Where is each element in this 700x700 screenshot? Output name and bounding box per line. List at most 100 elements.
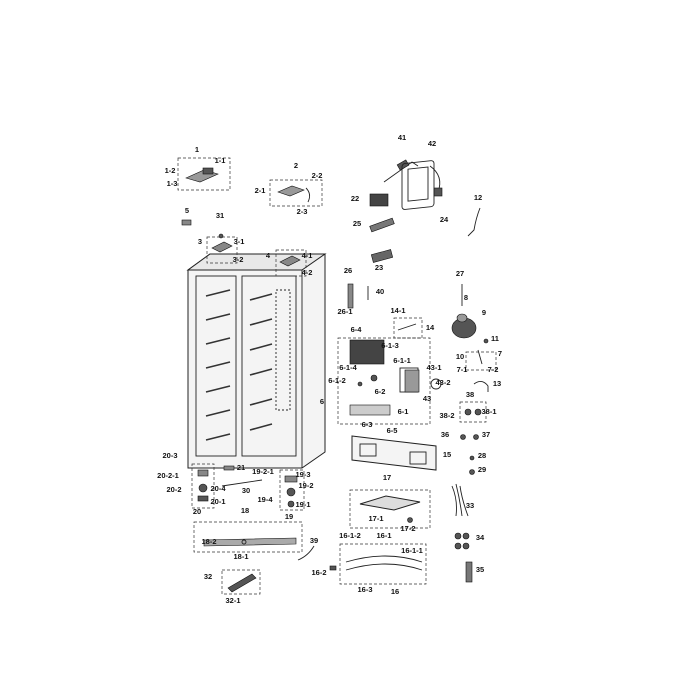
callout-6-1-1: 6-1-1 xyxy=(393,356,411,365)
callout-22: 22 xyxy=(351,194,359,203)
callout-1-3: 1-3 xyxy=(167,179,178,188)
callout-7: 7 xyxy=(498,349,502,358)
freezer-shelves xyxy=(205,289,231,441)
callout-16-1-2: 16-1-2 xyxy=(339,531,361,540)
callout-16: 16 xyxy=(391,587,399,596)
callout-6-1-4: 6-1-4 xyxy=(339,363,357,372)
callout-16-1-1: 16-1-1 xyxy=(401,546,423,555)
callout-4-2: 4-2 xyxy=(302,268,313,277)
callout-1-1: 1-1 xyxy=(215,156,226,165)
fridge-shelves xyxy=(249,293,273,431)
refrigerator-cabinet xyxy=(186,253,327,469)
part-41-42-harness xyxy=(383,159,443,197)
callout-32: 32 xyxy=(204,572,212,581)
part-25 xyxy=(369,217,395,233)
part-39 xyxy=(297,545,315,561)
callout-33: 33 xyxy=(466,501,474,510)
part-group-17 xyxy=(349,489,431,529)
callout-4-1: 4-1 xyxy=(302,251,313,260)
callout-17-2: 17-2 xyxy=(400,524,415,533)
callout-9: 9 xyxy=(482,308,486,317)
callout-30: 30 xyxy=(242,486,250,495)
callout-28: 28 xyxy=(478,451,486,460)
callout-34: 34 xyxy=(476,533,485,542)
callout-43: 43 xyxy=(423,394,431,403)
callout-31: 31 xyxy=(216,211,224,220)
callout-38-2: 38-2 xyxy=(439,411,454,420)
callout-19-2-1: 19-2-1 xyxy=(252,467,274,476)
callout-6-3: 6-3 xyxy=(362,420,373,429)
part-group-14 xyxy=(393,317,423,339)
callout-4: 4 xyxy=(266,251,271,260)
part-29 xyxy=(469,469,475,475)
callout-12: 12 xyxy=(474,193,482,202)
callout-43-2: 43-2 xyxy=(435,378,450,387)
part-group-16 xyxy=(329,543,427,585)
callout-6-1-2: 6-1-2 xyxy=(328,376,346,385)
callout-40: 40 xyxy=(376,287,384,296)
callout-20-2-1: 20-2-1 xyxy=(157,471,179,480)
callout-2-1: 2-1 xyxy=(255,186,266,195)
callout-13: 13 xyxy=(493,379,501,388)
part-30 xyxy=(221,479,263,487)
callout-36: 36 xyxy=(441,430,449,439)
callout-1-2: 1-2 xyxy=(165,166,176,175)
callout-23: 23 xyxy=(375,263,383,272)
callout-19-4: 19-4 xyxy=(257,495,273,504)
callout-35: 35 xyxy=(476,565,484,574)
callout-26-1: 26-1 xyxy=(337,307,352,316)
callout-19-2: 19-2 xyxy=(298,481,313,490)
part-24-frame xyxy=(401,160,435,210)
callout-38: 38 xyxy=(466,390,474,399)
callout-2: 2 xyxy=(294,161,298,170)
callout-38-1: 38-1 xyxy=(481,407,496,416)
callout-20-2: 20-2 xyxy=(166,485,181,494)
callout-26: 26 xyxy=(344,266,352,275)
part-15-panel xyxy=(351,435,437,471)
callout-18-1: 18-1 xyxy=(233,552,248,561)
part-36 xyxy=(460,434,466,440)
callout-15: 15 xyxy=(443,450,451,459)
callout-18: 18 xyxy=(241,506,249,515)
part-43 xyxy=(404,369,442,393)
part-37 xyxy=(473,434,479,440)
callout-6-4: 6-4 xyxy=(351,325,363,334)
callout-19: 19 xyxy=(285,512,293,521)
part-34 xyxy=(454,532,470,550)
callout-17-1: 17-1 xyxy=(368,514,383,523)
callout-5: 5 xyxy=(185,206,189,215)
callout-16-3: 16-3 xyxy=(357,585,372,594)
callout-3: 3 xyxy=(198,237,202,246)
part-23 xyxy=(370,249,394,263)
part-5 xyxy=(181,219,192,226)
callout-43-1: 43-1 xyxy=(426,363,441,372)
part-22 xyxy=(369,193,389,207)
callout-19-1: 19-1 xyxy=(295,500,310,509)
part-26 xyxy=(347,283,354,309)
part-12 xyxy=(467,207,481,237)
part-28 xyxy=(469,455,475,461)
callout-6-1-3: 6-1-3 xyxy=(381,341,399,350)
callout-32-1: 32-1 xyxy=(225,596,240,605)
callout-37: 37 xyxy=(482,430,490,439)
callout-3-2: 3-2 xyxy=(233,255,244,264)
callout-1: 1 xyxy=(195,145,199,154)
callout-6: 6 xyxy=(320,397,324,406)
callout-20-1: 20-1 xyxy=(210,497,225,506)
part-group-18 xyxy=(193,521,303,553)
callout-2-3: 2-3 xyxy=(297,207,308,216)
callout-19-3: 19-3 xyxy=(295,470,310,479)
callout-11: 11 xyxy=(491,334,499,343)
part-group-38 xyxy=(459,401,487,423)
callout-7-1: 7-1 xyxy=(457,365,468,374)
part-group-20 xyxy=(191,463,215,509)
part-group-3 xyxy=(206,233,238,264)
callout-27: 27 xyxy=(456,269,464,278)
callout-20: 20 xyxy=(193,507,201,516)
part-35 xyxy=(465,561,473,583)
callout-8: 8 xyxy=(464,293,468,302)
callout-14: 14 xyxy=(426,323,435,332)
part-13 xyxy=(473,381,489,392)
